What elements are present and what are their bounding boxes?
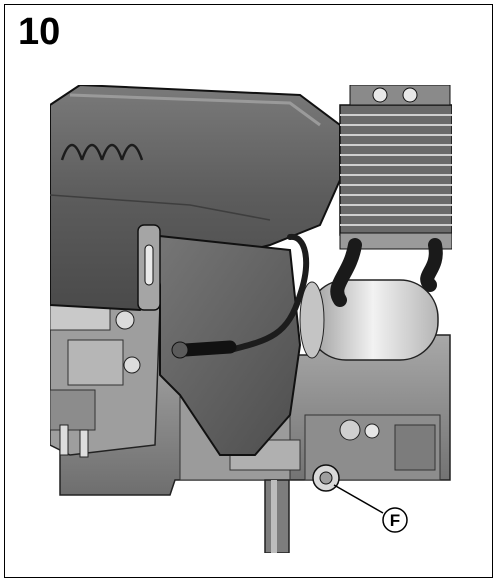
- callout-circle: [382, 507, 408, 533]
- cooler-hoses: [330, 238, 443, 307]
- side-panel: [50, 284, 161, 458]
- step-number: 10: [18, 11, 61, 53]
- callout-leader-line: [333, 484, 384, 514]
- oil-cooler: [339, 85, 452, 250]
- engine-drawing: F: [50, 85, 452, 553]
- oil-drain-plug: [312, 464, 340, 492]
- drain-shaft: [264, 479, 290, 553]
- engine-illustration: F: [50, 85, 452, 553]
- engine-shroud: [50, 85, 341, 312]
- callout-f: F: [333, 484, 408, 533]
- breather-tube: [171, 234, 310, 359]
- oil-filter: [299, 279, 439, 361]
- callout-label-f: F: [390, 511, 400, 530]
